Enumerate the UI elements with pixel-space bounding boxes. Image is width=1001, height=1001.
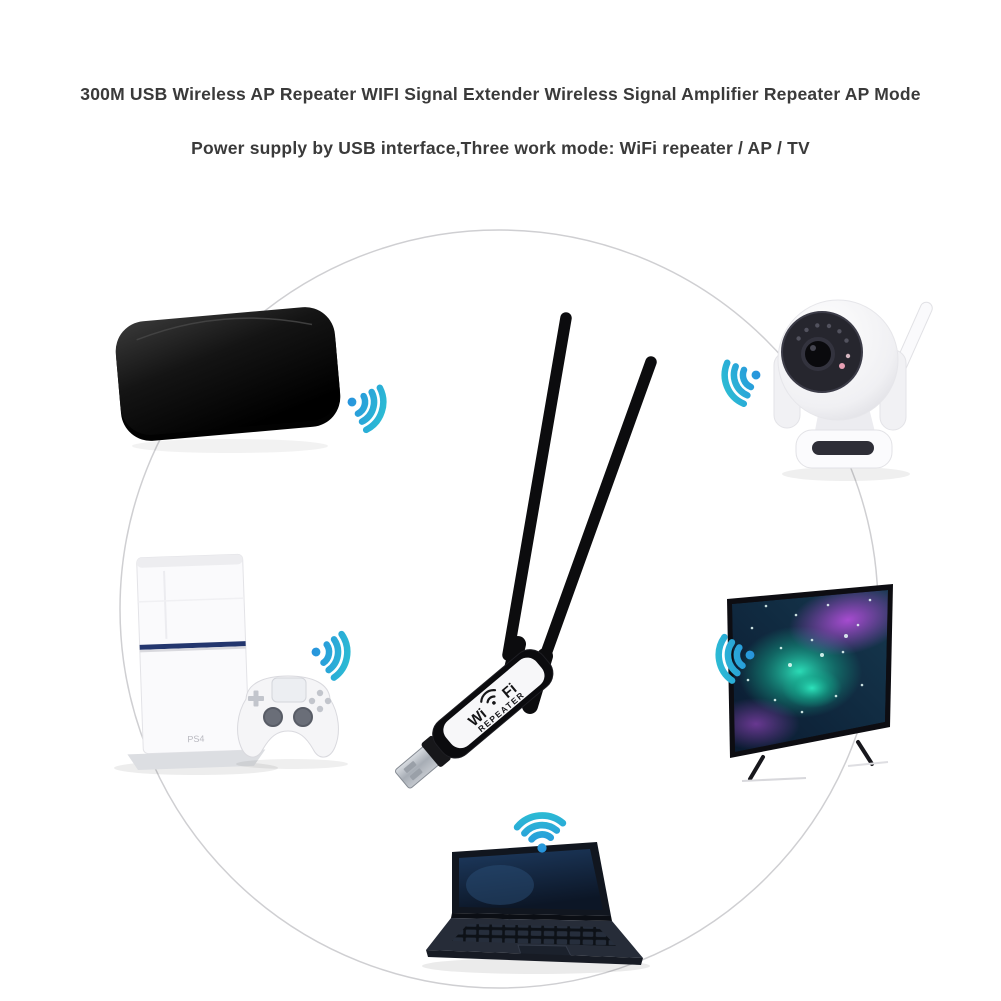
usb-wifi-repeater: Wi Fi REPEATER — [395, 312, 657, 789]
camera-status-led — [839, 363, 845, 369]
tv-screen-stars — [746, 598, 872, 714]
controller-right-stick — [293, 707, 313, 727]
laptop-keyboard — [452, 924, 616, 946]
left-antenna — [502, 312, 572, 661]
right-antenna — [537, 356, 657, 668]
wifi-signal-icon — [719, 353, 769, 407]
controller-buttons — [308, 689, 332, 713]
ps4-console: PS4 — [127, 553, 266, 770]
camera-ir-leds — [796, 323, 849, 343]
controller-left-stick — [263, 707, 283, 727]
smart-tv — [727, 584, 893, 782]
controller-touchpad — [271, 677, 307, 703]
ip-camera — [773, 299, 933, 481]
wifi-signals — [308, 353, 769, 855]
laptop — [422, 842, 650, 974]
laptop-hinge — [451, 913, 612, 921]
console-stand — [127, 749, 266, 770]
camera-lens — [801, 337, 835, 371]
tv-box — [115, 307, 341, 441]
tv-right-leg — [856, 740, 874, 766]
game-console: PS4 — [114, 553, 348, 775]
tv-reflection — [741, 777, 807, 782]
page-subtitle: Power supply by USB interface,Three work… — [191, 138, 810, 158]
wifi-signal-icon — [341, 380, 389, 433]
tv-left-leg — [748, 755, 765, 781]
game-controller — [236, 675, 348, 769]
wifi-signal-icon — [308, 629, 351, 679]
tv-box-shadow — [132, 439, 328, 453]
controller-dpad — [248, 690, 264, 707]
page-title: 300M USB Wireless AP Repeater WIFI Signa… — [80, 84, 921, 104]
wifi-logo-icon — [480, 689, 497, 705]
tv-screen — [732, 590, 888, 752]
console-logo: PS4 — [187, 734, 204, 745]
